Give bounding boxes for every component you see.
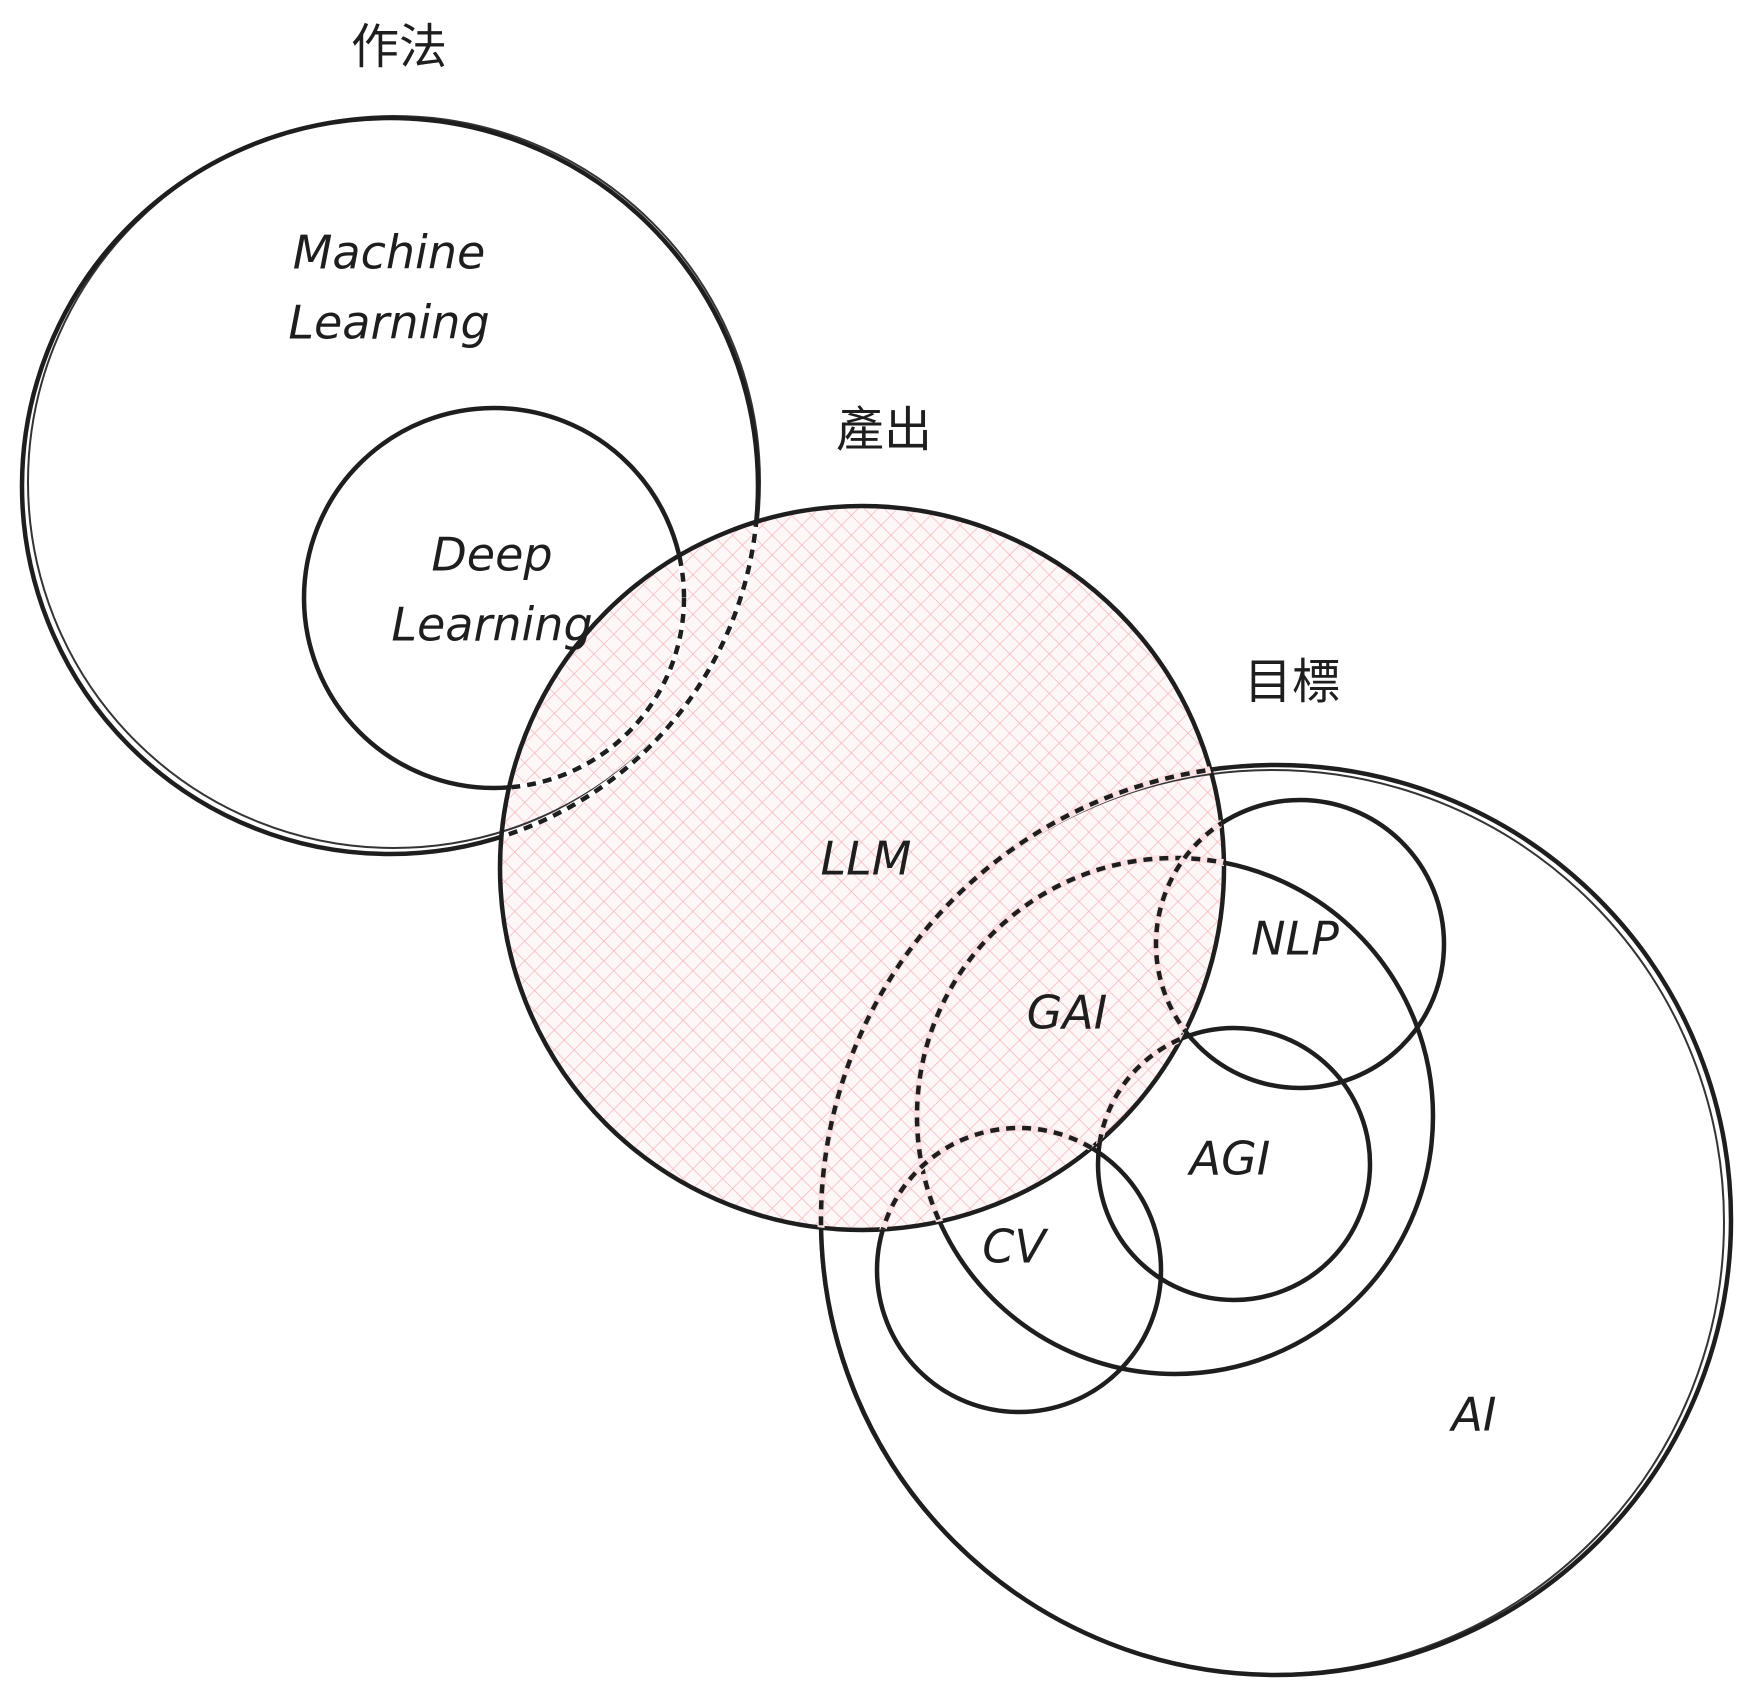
machine-learning-label-line2: Learning (288, 296, 489, 350)
agi-circle (1095, 1025, 1373, 1303)
gai-label: GAI (1027, 986, 1108, 1040)
llm-circle-fill (500, 506, 1224, 1230)
cv-label: CV (982, 1220, 1049, 1274)
ai-label: AI (1448, 1388, 1496, 1442)
deep-learning-label-line1: Deep (431, 528, 552, 582)
machine-learning-label-line1: Machine (293, 226, 486, 280)
llm-circle (497, 503, 1227, 1233)
deep-learning-label-line2: Learning (391, 598, 592, 652)
header-output: 產出 (836, 402, 932, 458)
agi-label: AGI (1187, 1132, 1271, 1186)
llm-label: LLM (821, 832, 912, 886)
header-goal: 目標 (1244, 654, 1340, 710)
nlp-label: NLP (1251, 912, 1339, 966)
header-method: 作法 (351, 19, 447, 75)
machine-learning-circle (19, 115, 761, 857)
